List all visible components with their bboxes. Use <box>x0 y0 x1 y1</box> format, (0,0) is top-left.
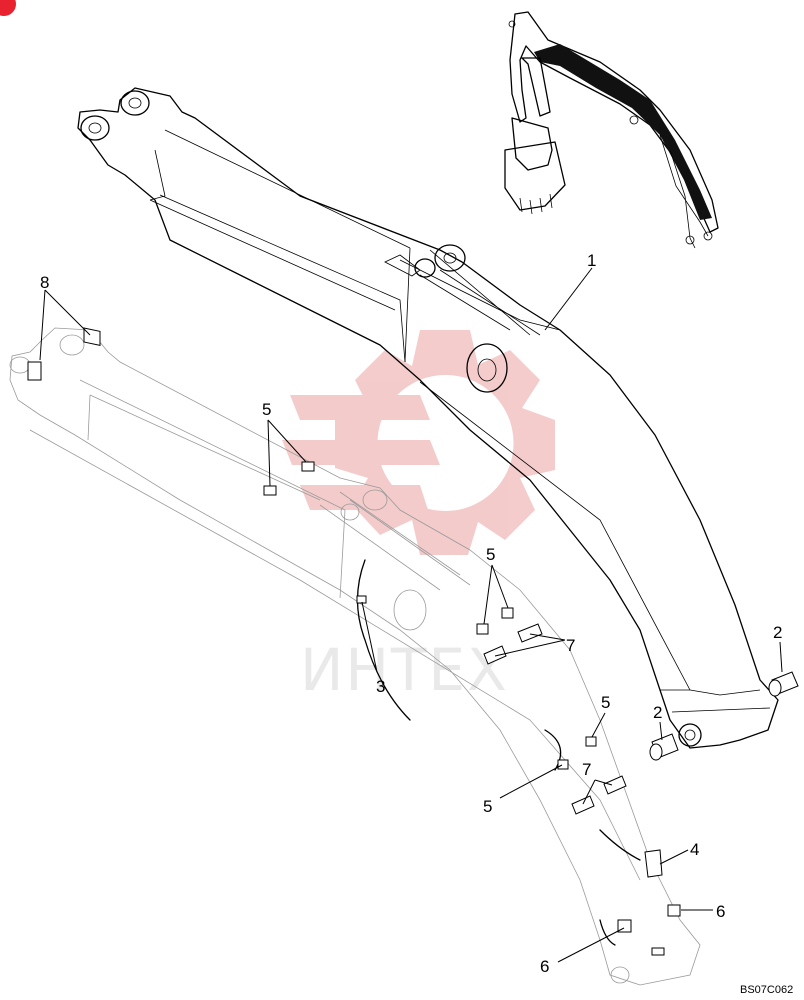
pad-part-7-d <box>603 775 627 795</box>
boom-part-1 <box>77 87 779 749</box>
corner-badge <box>0 0 16 16</box>
pin-bushing-2-right <box>768 671 799 697</box>
pad-part-3 <box>356 595 367 604</box>
boom-ghost-outline <box>9 327 701 986</box>
pin-bushing-2-left <box>649 733 679 761</box>
callout-5-d: 5 <box>483 797 492 816</box>
callout-6-left: 6 <box>540 957 549 976</box>
callout-6-right: 6 <box>716 902 725 921</box>
callout-5-c: 5 <box>601 693 610 712</box>
pad-part-8-lower <box>27 361 42 381</box>
pad-part-4 <box>644 849 663 878</box>
pad-part-5-b <box>301 461 315 472</box>
pad-part-6-right <box>667 904 681 917</box>
pad-lower-end <box>651 947 665 956</box>
pad-part-7-b <box>517 623 543 643</box>
callout-7-a: 7 <box>566 636 575 655</box>
callout-5-a: 5 <box>262 400 271 419</box>
wear-pads <box>27 327 799 956</box>
callout-1: 1 <box>587 251 596 270</box>
callout-8: 8 <box>40 273 49 292</box>
pad-part-7-a <box>483 645 507 665</box>
callout-3: 3 <box>376 677 385 696</box>
callout-labels: 1 2 2 3 4 5 5 5 5 6 6 7 7 8 <box>40 251 782 976</box>
pad-part-5-c <box>476 623 489 635</box>
excavator-inset <box>504 11 719 249</box>
callout-2-right: 2 <box>773 623 782 642</box>
pad-part-7-c <box>571 795 595 815</box>
leader-lines <box>39 267 783 963</box>
callout-5-b: 5 <box>486 545 495 564</box>
pad-part-5-d <box>501 607 514 619</box>
drawing-code: BS07C062 <box>740 984 793 996</box>
watermark-text: ИНТЕХ <box>300 636 509 704</box>
watermark-gear-icon <box>282 330 555 555</box>
callout-7-b: 7 <box>582 760 591 779</box>
pad-part-5-e <box>585 736 597 747</box>
callout-2-left: 2 <box>653 703 662 722</box>
pad-part-5-a <box>263 485 277 496</box>
pad-part-8-upper <box>83 327 101 347</box>
callout-4: 4 <box>690 840 699 859</box>
pad-part-5-f <box>557 759 569 770</box>
